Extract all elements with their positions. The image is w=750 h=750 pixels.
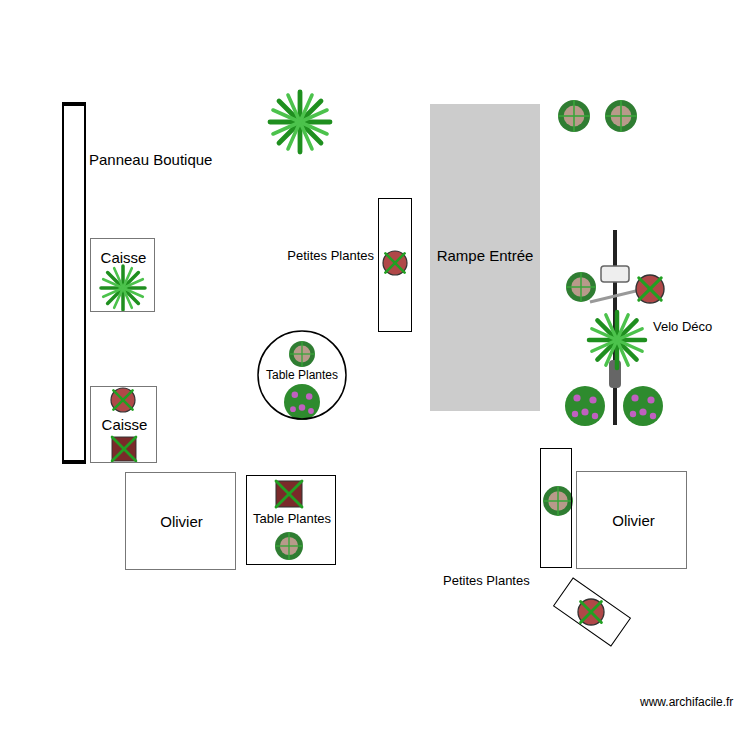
node-label: Caisse [102,416,148,433]
plant [111,388,135,412]
plant [543,486,573,516]
plant-table [554,578,631,646]
node-label: Table Plantes [253,512,331,527]
plant-table: Petites Plantes [378,198,412,332]
olive-tree-box: Olivier [125,472,236,570]
olive-tree-box: Olivier [576,471,687,569]
node-label: Rampe Entrée [437,247,534,264]
plant [578,599,604,625]
plant [605,100,637,132]
cash-desk: Caisse [90,386,157,463]
plant [270,92,330,152]
plant [101,266,145,310]
table-circle [258,331,346,419]
round-table: Table Plantes [257,330,347,420]
plant [623,386,663,426]
bike-label: Velo Déco [653,320,712,335]
node-label: Table Plantes [266,369,338,383]
node-label: Olivier [160,513,203,530]
plant [284,384,320,420]
node-label: Petites Plantes [443,574,530,589]
plant [112,437,136,461]
shop-panel: Panneau Boutique [62,102,86,464]
entrance-ramp: Rampe Entrée [430,104,540,411]
plant [589,312,645,368]
plant-table: Table Plantes [246,475,336,565]
node-label: Olivier [612,512,655,529]
node-label: Caisse [101,249,147,266]
plant [276,481,302,507]
plant [383,251,407,275]
cash-desk: Caisse [90,238,155,312]
plant [558,100,590,132]
plant [636,275,664,303]
plant [566,272,596,302]
node-label: Panneau Boutique [89,151,212,168]
plant [289,341,315,367]
plant-table: Petites Plantes [540,448,572,568]
watermark: www.archifacile.fr [640,696,733,710]
node-label: Petites Plantes [287,249,374,264]
plant [275,532,303,560]
plant [565,386,605,426]
